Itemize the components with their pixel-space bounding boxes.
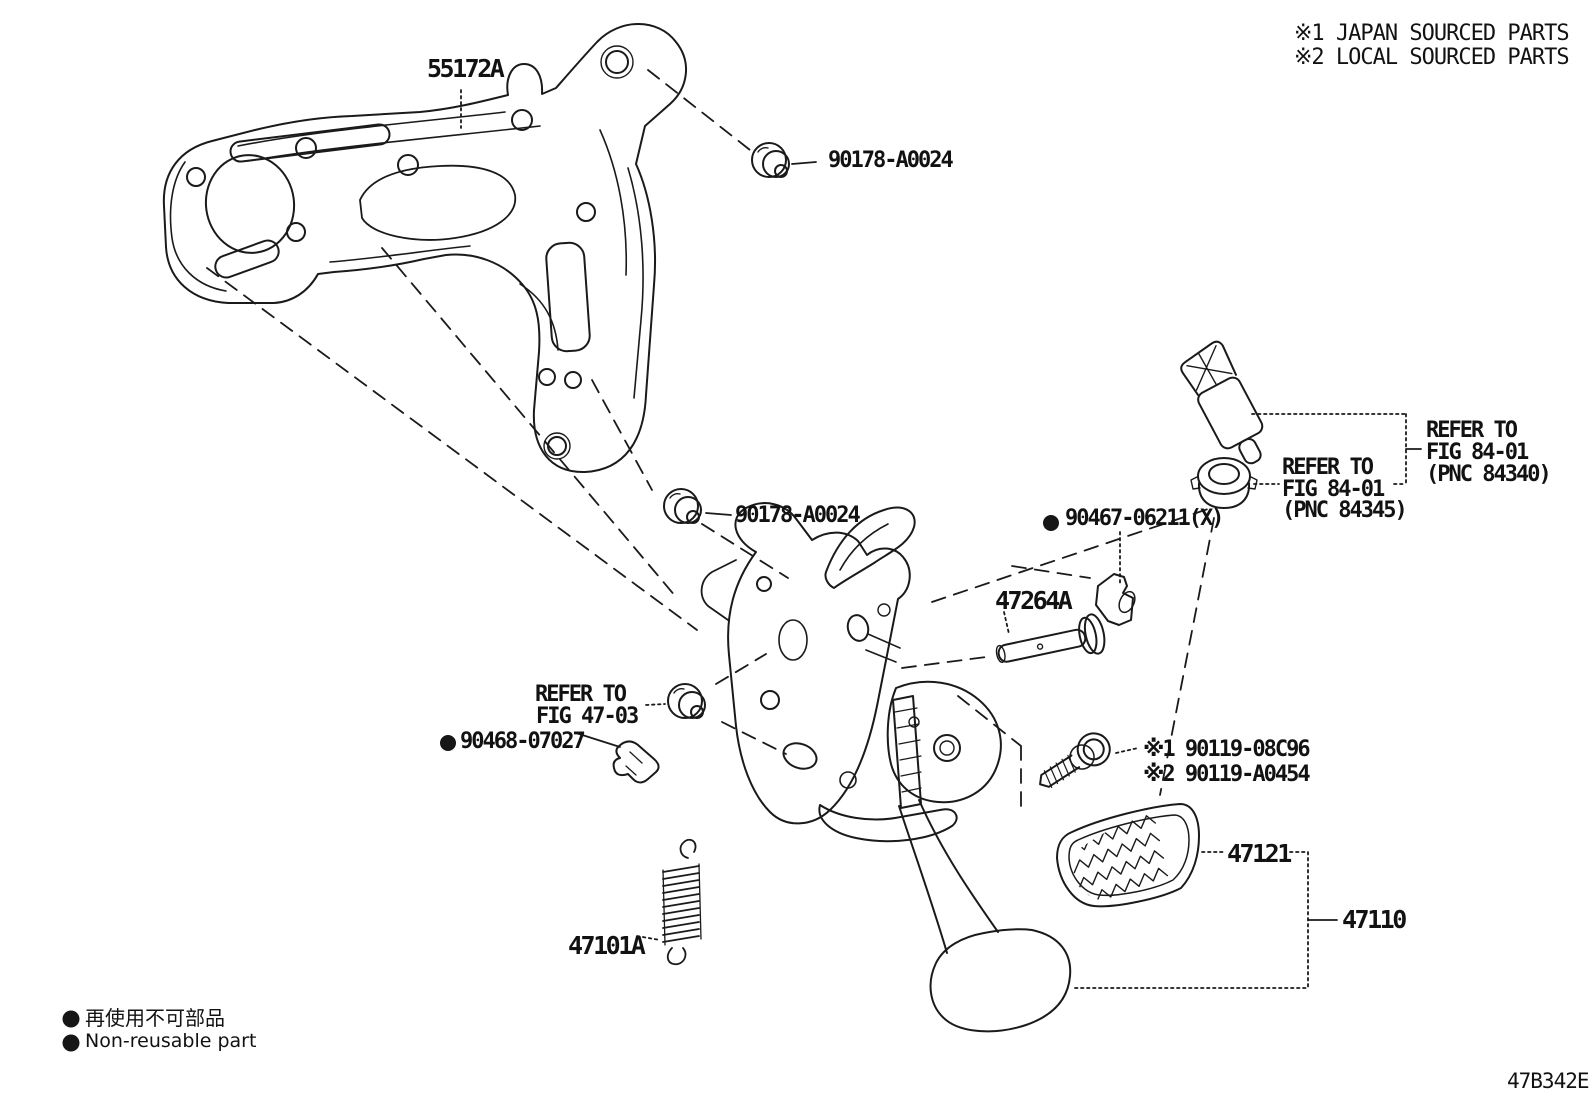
part-label-47101A[interactable]: 47101A	[568, 931, 646, 960]
part-label-90468[interactable]: 90468-07027	[460, 729, 586, 754]
part-label-55172A[interactable]: 55172A	[427, 54, 505, 83]
refer-fig4703-line1: REFER TO	[535, 682, 627, 707]
refer-fig4703-line2: FIG 47-03	[536, 704, 639, 729]
refer-pnc84340-line1: REFER TO	[1426, 418, 1518, 443]
figure-code: 47B342E	[1507, 1069, 1590, 1093]
bracket-55172A-art	[162, 23, 688, 474]
pedal-arm-art	[898, 799, 1072, 1033]
note-japan-sourced: ※1 JAPAN SOURCED PARTS	[1294, 21, 1570, 46]
part-label-90178-middle[interactable]: 90178-A0024	[735, 503, 861, 528]
note-local-sourced: ※2 LOCAL SOURCED PARTS	[1294, 45, 1570, 70]
clip-90467-icon	[1095, 573, 1136, 626]
clip-90468-icon	[612, 740, 660, 784]
pedal-support-assembly-art	[700, 502, 1002, 843]
pin-art	[995, 613, 1106, 664]
refer-pnc84345-line3: (PNC 84345)	[1282, 498, 1408, 523]
refer-pnc84345-line1: REFER TO	[1282, 455, 1374, 480]
nut-lower-icon	[667, 683, 706, 719]
part-label-47264A[interactable]: 47264A	[995, 586, 1073, 615]
refer-pnc84340-line2: FIG 84-01	[1426, 440, 1529, 465]
non-reusable-dot	[440, 735, 456, 751]
refer-pnc84340-line3: (PNC 84340)	[1426, 462, 1552, 487]
legend-dot-en	[62, 1034, 80, 1052]
part-label-90119-1[interactable]: ※1 90119-08C96	[1143, 737, 1311, 762]
connector-84340-icon	[1180, 340, 1264, 465]
part-label-90119-2[interactable]: ※2 90119-A0454	[1143, 762, 1311, 787]
legend-dot-jp	[62, 1010, 80, 1028]
bolt-90119-icon	[1039, 732, 1111, 789]
grommet-84345-icon	[1190, 457, 1258, 509]
non-reusable-dot	[1043, 515, 1059, 531]
part-label-90467[interactable]: 90467-06211(X)	[1065, 506, 1224, 531]
legend-non-reusable-en: Non-reusable part	[85, 1030, 257, 1052]
part-label-90178-upper[interactable]: 90178-A0024	[828, 148, 954, 173]
part-label-47121[interactable]: 47121	[1227, 839, 1292, 868]
legend-non-reusable-jp: 再使用不可部品	[85, 1006, 225, 1030]
pedal-pad-art	[1056, 803, 1200, 908]
spring-art	[662, 838, 702, 966]
nut-middle-icon	[663, 488, 702, 524]
leader-lines	[206, 69, 1422, 989]
part-label-47110[interactable]: 47110	[1342, 905, 1407, 934]
nut-upper-icon	[751, 142, 790, 178]
refer-pnc84345-line2: FIG 84-01	[1282, 477, 1385, 502]
